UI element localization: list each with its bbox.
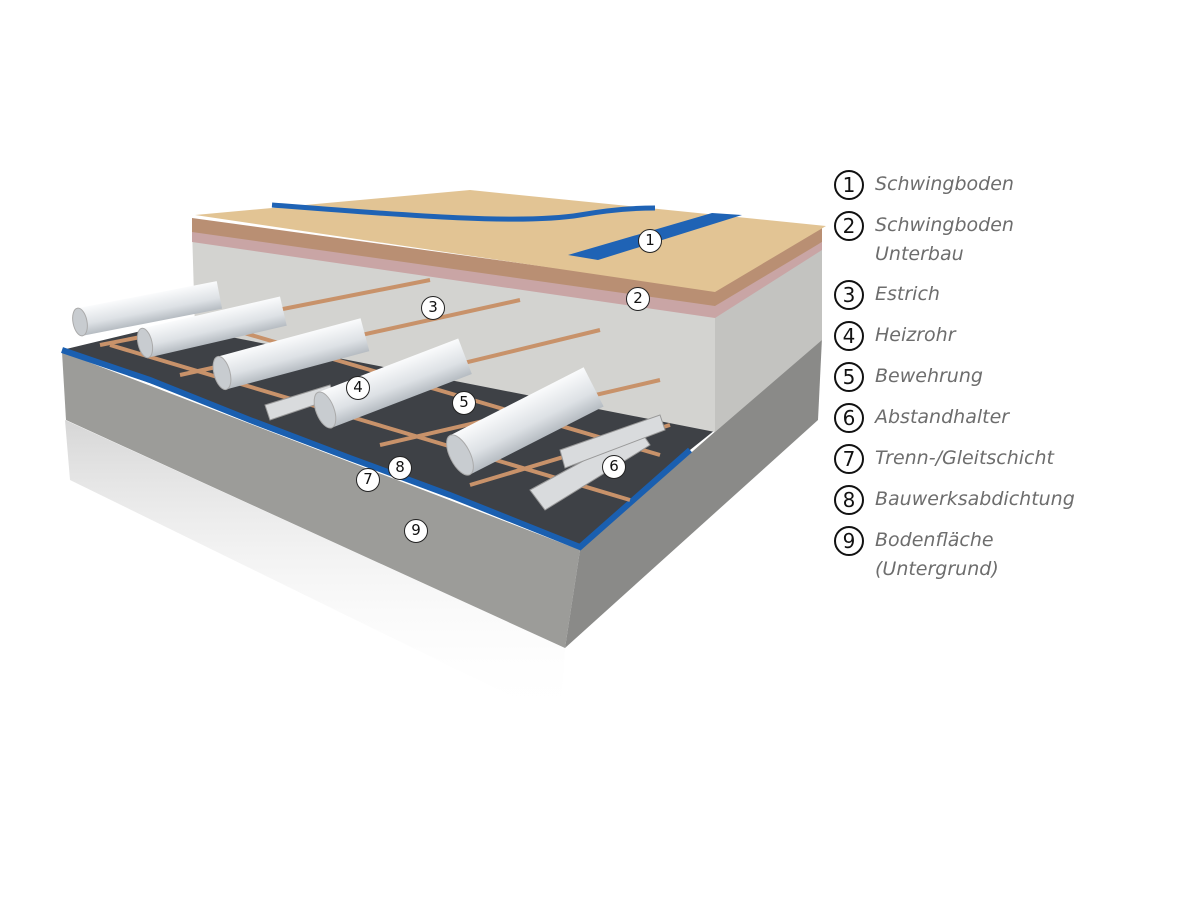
sports-floor-substructure — [192, 218, 822, 312]
legend-label: Unterbau — [875, 243, 964, 265]
callout-6: 6 — [602, 455, 626, 479]
legend-number: 7 — [834, 444, 864, 474]
callout-7: 7 — [356, 468, 380, 492]
legend-item: 5 Bewehrung — [834, 362, 1174, 392]
legend-label: Schwingboden — [875, 173, 1014, 195]
subfloor-right-face — [565, 338, 822, 648]
heating-pipes — [72, 281, 604, 476]
legend-number: 6 — [834, 403, 864, 433]
legend-item: 6 Abstandhalter — [834, 403, 1174, 433]
callout-5: 5 — [452, 391, 476, 415]
legend-label: Bewehrung — [875, 365, 983, 387]
callout-2: 2 — [626, 287, 650, 311]
legend-item: 4 Heizrohr — [834, 321, 1174, 351]
legend-item: 3 Estrich — [834, 280, 1174, 310]
sealing-edge — [61, 347, 692, 551]
callout-3: 3 — [421, 296, 445, 320]
callout-9: 9 — [404, 519, 428, 543]
legend-label: Heizrohr — [875, 324, 956, 346]
legend-label: (Untergrund) — [875, 558, 999, 580]
spacers — [264, 384, 666, 511]
legend-number: 8 — [834, 485, 864, 515]
legend-number: 1 — [834, 170, 864, 200]
legend-label: Trenn-/Gleitschicht — [875, 447, 1054, 469]
sports-floor-surface — [195, 190, 826, 292]
legend-label: Schwingboden — [875, 214, 1014, 236]
ground-shadow — [65, 420, 565, 720]
callout-1: 1 — [638, 229, 662, 253]
legend-item: 1 Schwingboden — [834, 170, 1174, 200]
court-line-curve — [271, 202, 656, 222]
legend-number: 4 — [834, 321, 864, 351]
legend-label: Abstandhalter — [875, 406, 1010, 428]
legend-label: Bodenfläche — [875, 529, 994, 551]
callout-4: 4 — [346, 376, 370, 400]
subfloor-left-face — [62, 352, 580, 648]
legend-number: 3 — [834, 280, 864, 310]
legend-label: Bauwerksabdichtung — [875, 488, 1075, 510]
legend-item: 9 Bodenfläche (Untergrund) — [834, 526, 1174, 584]
legend-item: 7 Trenn-/Gleitschicht — [834, 444, 1174, 474]
legend-number: 5 — [834, 362, 864, 392]
legend-label: Estrich — [875, 283, 940, 305]
legend-item: 8 Bauwerksabdichtung — [834, 485, 1174, 515]
callout-8: 8 — [388, 456, 412, 480]
legend-number: 2 — [834, 211, 864, 241]
legend-number: 9 — [834, 526, 864, 556]
